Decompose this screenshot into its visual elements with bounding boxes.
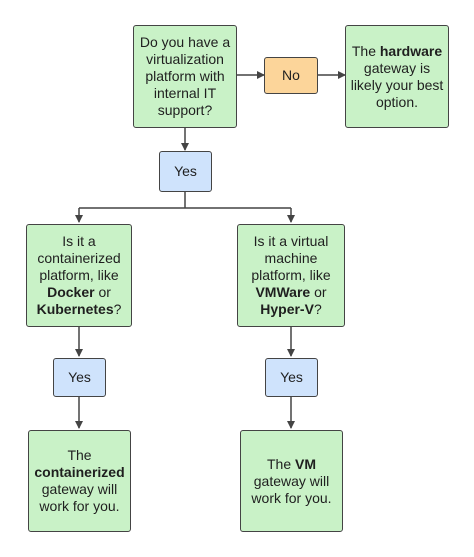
emphasis-text: containerized xyxy=(34,464,125,480)
text-run: gateway will work for you. xyxy=(251,472,332,506)
question-containerized-text: Is it a containerized platform, like Doc… xyxy=(27,233,131,318)
yes-label-box-right: Yes xyxy=(265,358,318,397)
text-run: gateway is likely your best option. xyxy=(350,59,444,110)
yes-label-box-left: Yes xyxy=(53,358,106,397)
text-run: The xyxy=(351,42,380,59)
text-run: gateway will work for you. xyxy=(39,481,120,514)
emphasis-text: VM xyxy=(295,455,316,472)
result-hardware-text: The hardware gateway is likely your best… xyxy=(346,43,448,111)
yes-label-text-right: Yes xyxy=(280,369,303,385)
text-run: Do you have a virtualization platform wi… xyxy=(139,34,231,118)
yes-label-text-left: Yes xyxy=(68,369,91,385)
text-run: Is it a containerized platform, like xyxy=(37,233,121,283)
emphasis-text: VMWare xyxy=(255,284,311,300)
question-virtualization-text: Do you have a virtualization platform wi… xyxy=(134,34,236,119)
result-containerized-gateway: The containerized gateway will work for … xyxy=(28,430,131,532)
text-run: or xyxy=(94,284,111,300)
result-hardware-gateway: The hardware gateway is likely your best… xyxy=(345,25,449,128)
emphasis-text: Hyper-V xyxy=(260,301,314,317)
result-vm-gateway: The VM gateway will work for you. xyxy=(240,430,343,532)
question-containerized-platform: Is it a containerized platform, like Doc… xyxy=(26,224,132,327)
result-containerized-text: The containerized gateway will work for … xyxy=(29,447,130,515)
text-run: Is it a virtual machine platform, like xyxy=(251,233,331,283)
text-run: ? xyxy=(113,301,122,317)
question-virtualization-platform: Do you have a virtualization platform wi… xyxy=(133,25,237,128)
text-run: or xyxy=(310,284,327,300)
text-run: ? xyxy=(313,301,322,317)
yes-label-box-top: Yes xyxy=(159,151,212,192)
text-run: The xyxy=(266,455,295,472)
question-vm-platform: Is it a virtual machine platform, like V… xyxy=(237,224,345,327)
emphasis-text: Docker xyxy=(47,284,95,300)
text-run: The xyxy=(67,447,92,463)
yes-label-text-top: Yes xyxy=(174,163,197,179)
result-vm-text: The VM gateway will work for you. xyxy=(241,456,342,507)
question-vm-text: Is it a virtual machine platform, like V… xyxy=(238,233,344,318)
emphasis-text: hardware xyxy=(379,42,443,59)
emphasis-text: Kubernetes xyxy=(36,301,114,317)
no-label-box: No xyxy=(264,57,318,94)
no-label-text: No xyxy=(282,67,300,83)
